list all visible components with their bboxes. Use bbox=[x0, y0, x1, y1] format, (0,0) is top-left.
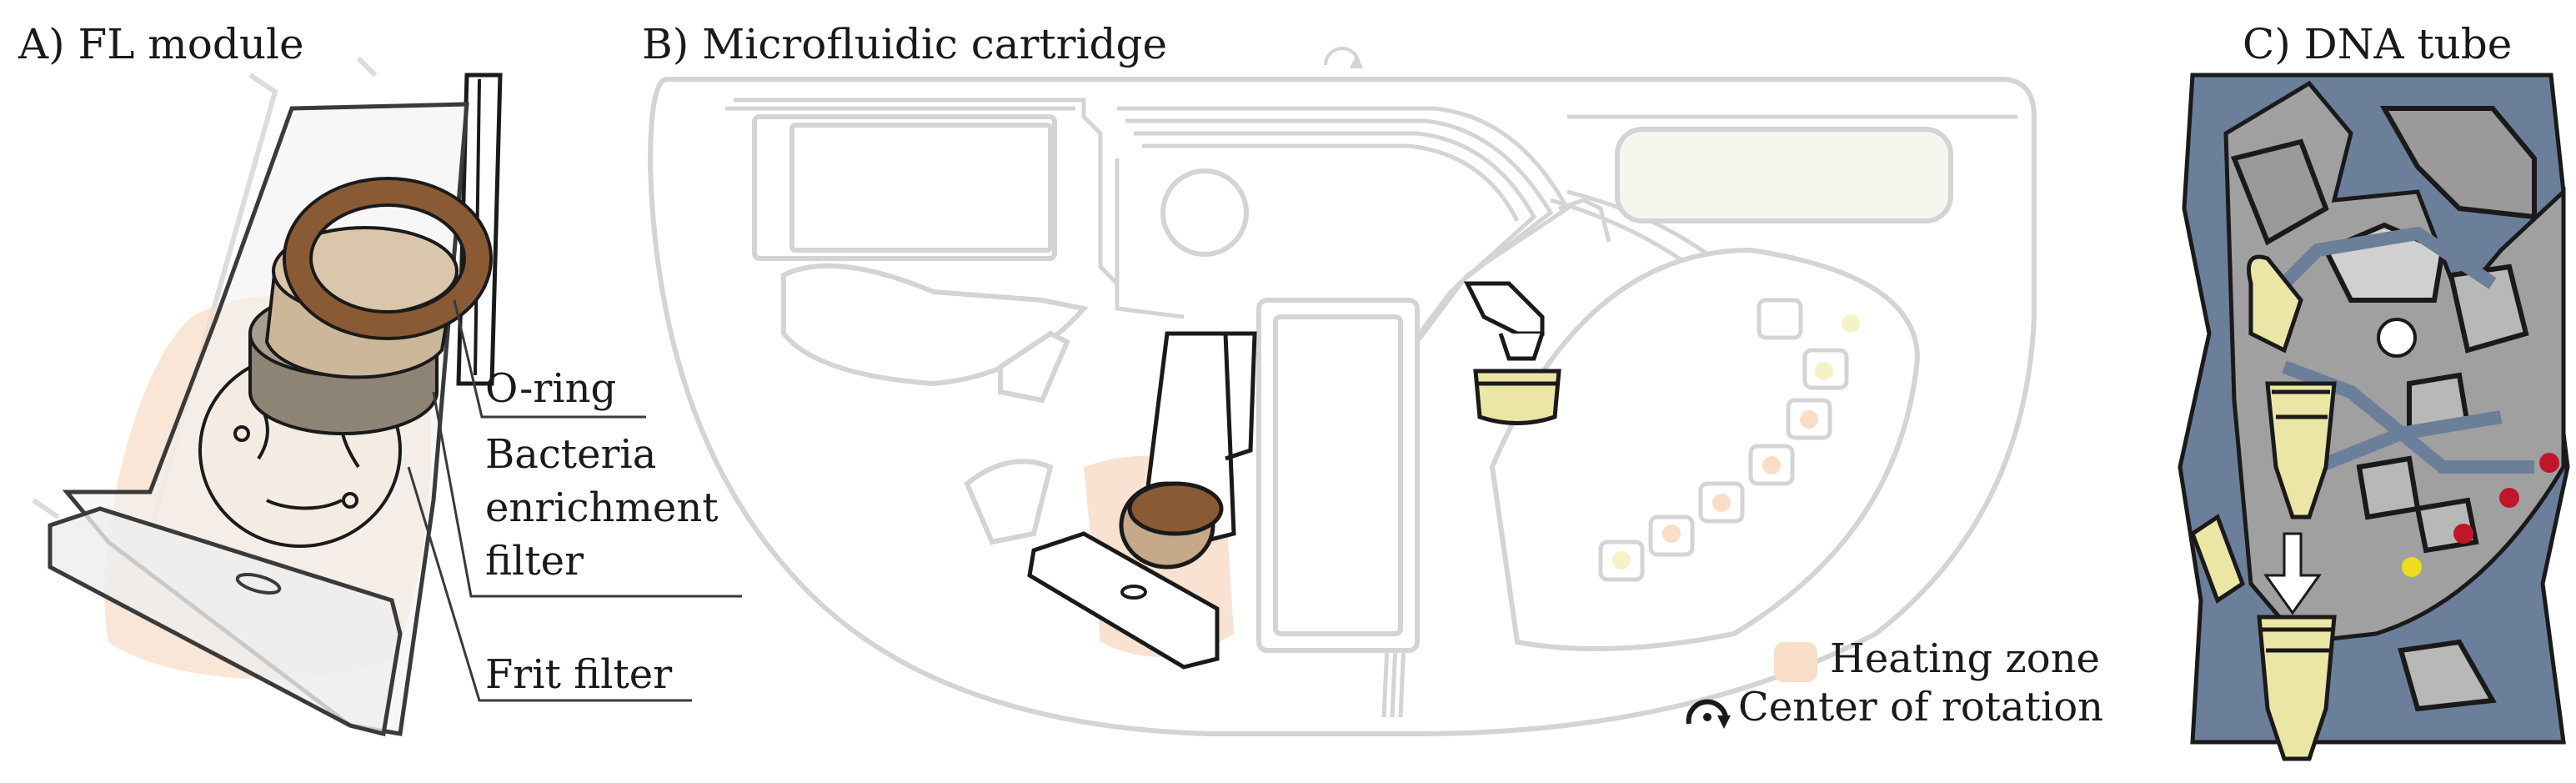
fl-module-base-plate bbox=[48, 506, 403, 737]
panel-b-cartridge bbox=[647, 47, 2037, 736]
dna-chip-dots bbox=[2402, 453, 2559, 577]
callout-bacteria-line-1: Bacteria bbox=[485, 431, 657, 478]
dna-tube-upper bbox=[2247, 254, 2337, 519]
panel-a-fl-module bbox=[32, 56, 742, 737]
rotation-legend-icon bbox=[1686, 699, 1731, 729]
callout-bacteria-line-3: filter bbox=[485, 538, 584, 585]
metering-dots bbox=[1612, 314, 1860, 570]
dna-chip-port bbox=[2377, 318, 2417, 358]
panel-b-title: B) Microfluidic cartridge bbox=[642, 20, 1168, 68]
cartridge-chambers bbox=[752, 114, 1953, 653]
panel-c-title: C) DNA tube bbox=[2243, 20, 2513, 68]
o-ring bbox=[283, 177, 493, 340]
callout-bacteria-line-2: enrichment bbox=[485, 484, 719, 531]
legend-center-of-rotation: Center of rotation bbox=[1738, 684, 2104, 730]
dna-chip-channels bbox=[2263, 226, 2534, 474]
cartridge-dna-tube bbox=[1463, 281, 1561, 425]
dna-tube-transfer-arrow bbox=[2263, 532, 2322, 615]
cartridge-fl-module bbox=[1027, 331, 1257, 670]
panel-a-title: A) FL module bbox=[18, 20, 304, 68]
callout-o-ring: O-ring bbox=[485, 365, 617, 412]
dna-tube-lower bbox=[2189, 514, 2337, 761]
heating-zone-swatch bbox=[1774, 642, 1817, 682]
panel-c-dna-tube bbox=[2178, 73, 2570, 761]
callout-frit-filter: Frit filter bbox=[485, 651, 673, 698]
dna-chip-chambers bbox=[2230, 106, 2537, 712]
legend-heating-zone: Heating zone bbox=[1830, 635, 2100, 682]
callout-leader-lines bbox=[407, 299, 742, 702]
rotation-center-marker bbox=[1324, 47, 1364, 68]
